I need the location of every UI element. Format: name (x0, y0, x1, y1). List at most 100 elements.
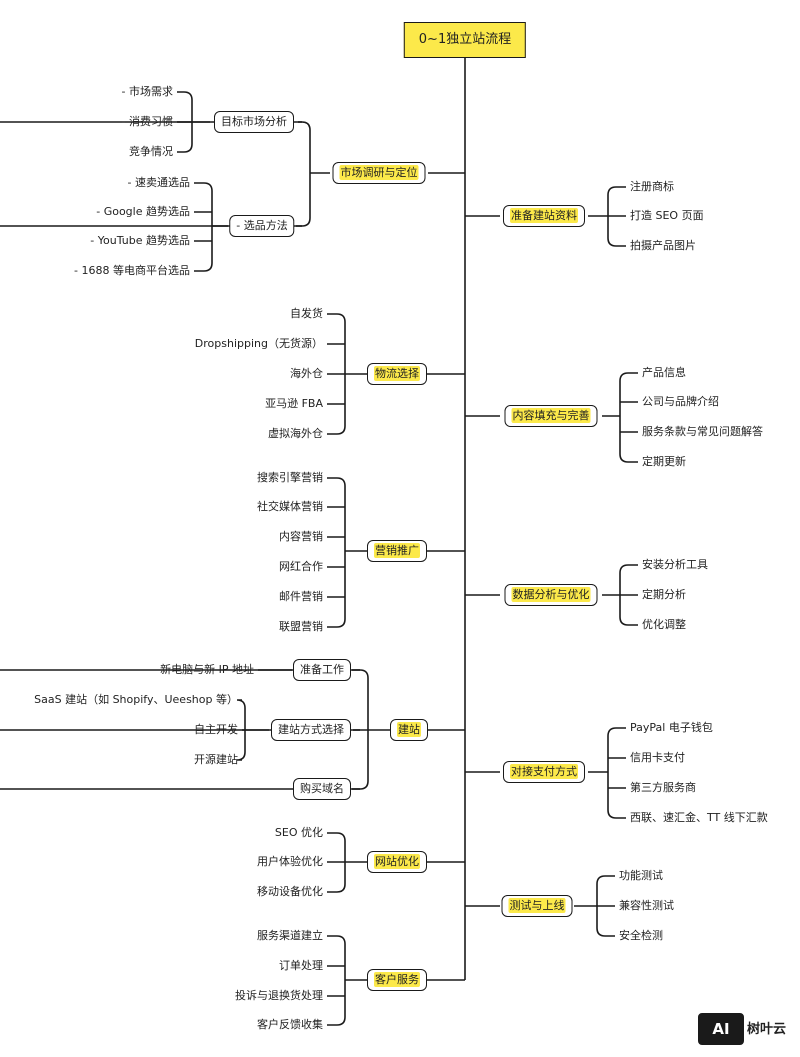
subgroup-0-1[interactable]: - 选品方法 (229, 215, 295, 237)
connector-line (607, 809, 626, 819)
branch-0-label: 市场调研与定位 (339, 165, 419, 180)
branch-right-3[interactable]: 对接支付方式 (503, 761, 585, 783)
subgroup-3-2[interactable]: 购买域名 (293, 778, 351, 800)
watermark-text: 树叶云 (747, 1022, 787, 1037)
leaf-right-3-3[interactable]: 西联、速汇金、TT 线下汇款 (630, 811, 768, 824)
branch-right-2-label: 数据分析与优化 (511, 587, 591, 602)
connector-line (0, 669, 369, 679)
connector-line (327, 1016, 346, 1026)
leaf-right-0-0[interactable]: 注册商标 (630, 180, 674, 193)
connector-line (327, 313, 346, 323)
connector-line (194, 182, 213, 192)
leaf-5-3[interactable]: 客户反馈收集 (257, 1018, 323, 1031)
branch-3[interactable]: 建站 (390, 719, 428, 741)
leaf-2-3[interactable]: 网红合作 (279, 560, 323, 573)
connector-line (236, 699, 246, 709)
leaf-1-3[interactable]: 亚马逊 FBA (265, 397, 323, 410)
leaf-2-2[interactable]: 内容营销 (279, 530, 323, 543)
leaf-1-1[interactable]: Dropshipping（无货源） (194, 337, 323, 350)
branch-1-label: 物流选择 (374, 366, 420, 381)
root-node[interactable]: 0~1独立站流程 (403, 22, 527, 58)
subgroup-3-1[interactable]: 建站方式选择 (271, 719, 351, 741)
connector-line (607, 237, 626, 247)
leaf-4-2[interactable]: 移动设备优化 (257, 885, 323, 898)
leaf-5-0[interactable]: 服务渠道建立 (257, 929, 323, 942)
connector-line (0, 121, 311, 131)
connector-line (177, 143, 193, 153)
leaf-4-0[interactable]: SEO 优化 (274, 826, 323, 839)
leaf-2-0[interactable]: 搜索引擎营销 (257, 471, 323, 484)
connector-line (607, 186, 626, 196)
leaf-right-4-1[interactable]: 兼容性测试 (619, 899, 674, 912)
leaf-0-0-2[interactable]: 竞争情况 (129, 145, 173, 158)
connector-line (0, 780, 369, 790)
connector-line (177, 91, 193, 101)
connector-line (327, 935, 346, 945)
branch-5-label: 客户服务 (374, 972, 420, 987)
branch-4[interactable]: 网站优化 (367, 851, 427, 873)
branch-right-1[interactable]: 内容填充与完善 (504, 405, 598, 427)
branch-2[interactable]: 营销推广 (367, 540, 427, 562)
leaf-right-4-2[interactable]: 安全检测 (619, 929, 663, 942)
branch-1[interactable]: 物流选择 (367, 363, 427, 385)
connector-line (596, 927, 615, 937)
leaf-right-1-1[interactable]: 公司与品牌介绍 (642, 395, 719, 408)
leaf-right-3-1[interactable]: 信用卡支付 (630, 751, 685, 764)
leaf-right-2-1[interactable]: 定期分析 (642, 588, 686, 601)
leaf-right-1-3[interactable]: 定期更新 (642, 455, 686, 468)
connector-line (327, 618, 346, 628)
connector-line (327, 425, 346, 435)
branch-right-0-label: 准备建站资料 (510, 208, 578, 223)
branch-3-label: 建站 (397, 722, 421, 737)
connector-line (619, 372, 638, 382)
branch-2-label: 营销推广 (374, 543, 420, 558)
leaf-right-0-1[interactable]: 打造 SEO 页面 (630, 209, 704, 222)
leaf-0-1-0[interactable]: - 速卖通选品 (127, 176, 190, 189)
leaf-3-0-0[interactable]: 新电脑与新 IP 地址 (160, 663, 254, 676)
leaf-right-1-0[interactable]: 产品信息 (642, 366, 686, 379)
leaf-right-1-2[interactable]: 服务条款与常见问题解答 (642, 425, 763, 438)
branch-right-1-label: 内容填充与完善 (511, 408, 591, 423)
connector-line (0, 217, 311, 227)
branch-right-3-label: 对接支付方式 (510, 764, 578, 779)
watermark-logo: AI (698, 1013, 744, 1045)
leaf-2-5[interactable]: 联盟营销 (279, 620, 323, 633)
connector-line (619, 453, 638, 463)
subgroup-3-0[interactable]: 准备工作 (293, 659, 351, 681)
leaf-2-1[interactable]: 社交媒体营销 (257, 500, 323, 513)
leaf-2-4[interactable]: 邮件营销 (279, 590, 323, 603)
leaf-3-1-1[interactable]: 自主开发 (194, 723, 238, 736)
leaf-0-0-0[interactable]: - 市场需求 (121, 85, 173, 98)
leaf-0-1-2[interactable]: - YouTube 趋势选品 (90, 234, 190, 247)
branch-right-0[interactable]: 准备建站资料 (503, 205, 585, 227)
leaf-1-0[interactable]: 自发货 (290, 307, 323, 320)
leaf-3-1-0[interactable]: SaaS 建站（如 Shopify、Ueeshop 等） (34, 693, 238, 706)
connector-line (236, 751, 246, 761)
leaf-right-2-0[interactable]: 安装分析工具 (642, 558, 708, 571)
leaf-right-3-0[interactable]: PayPal 电子钱包 (630, 721, 713, 734)
branch-5[interactable]: 客户服务 (367, 969, 427, 991)
connector-line (327, 477, 346, 487)
leaf-5-2[interactable]: 投诉与退换货处理 (235, 989, 323, 1002)
leaf-1-4[interactable]: 虚拟海外仓 (268, 427, 323, 440)
connector-line (194, 262, 213, 272)
branch-right-4[interactable]: 测试与上线 (501, 895, 573, 917)
leaf-4-1[interactable]: 用户体验优化 (257, 855, 323, 868)
branch-right-4-label: 测试与上线 (508, 898, 566, 913)
branch-0[interactable]: 市场调研与定位 (332, 162, 426, 184)
leaf-0-1-1[interactable]: - Google 趋势选品 (96, 205, 190, 218)
leaf-right-3-2[interactable]: 第三方服务商 (630, 781, 696, 794)
leaf-0-1-3[interactable]: - 1688 等电商平台选品 (74, 264, 190, 277)
leaf-right-2-2[interactable]: 优化调整 (642, 618, 686, 631)
leaf-right-4-0[interactable]: 功能测试 (619, 869, 663, 882)
leaf-3-1-2[interactable]: 开源建站 (194, 753, 238, 766)
leaf-right-0-2[interactable]: 拍摄产品图片 (630, 239, 696, 252)
subgroup-0-0[interactable]: 目标市场分析 (214, 111, 294, 133)
branch-4-label: 网站优化 (374, 854, 420, 869)
branch-right-2[interactable]: 数据分析与优化 (504, 584, 598, 606)
leaf-1-2[interactable]: 海外仓 (290, 367, 323, 380)
connector-line (327, 832, 346, 842)
leaf-5-1[interactable]: 订单处理 (279, 959, 323, 972)
leaf-0-0-1[interactable]: - 消费习惯 (121, 115, 173, 128)
